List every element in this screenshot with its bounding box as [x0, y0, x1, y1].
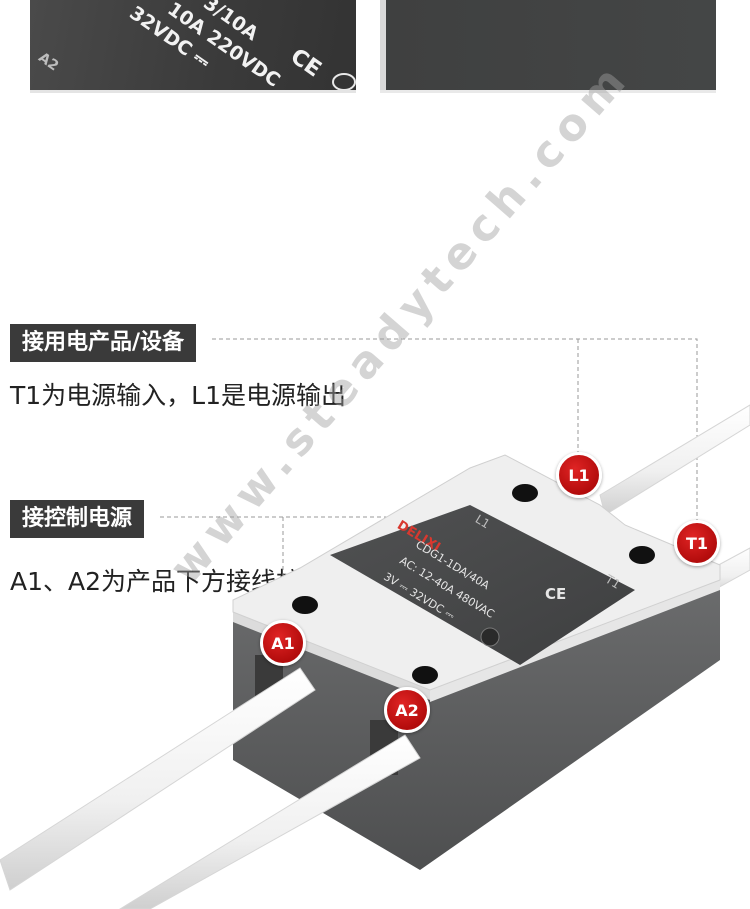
control-section-title: 接控制电源 [10, 500, 145, 538]
top-photo-right-panel [380, 0, 716, 93]
relay-ce-mark: CE [545, 585, 567, 603]
cable-a1 [0, 667, 316, 891]
ccc-mark-icon [332, 73, 356, 90]
badge-a1: A1 [260, 620, 306, 666]
badge-l1: L1 [556, 452, 602, 498]
led-indicator [480, 627, 500, 647]
load-section-title: 接用电产品/设备 [10, 324, 197, 362]
cable-l1 [599, 404, 750, 516]
cable-a2 [119, 734, 421, 909]
terminal-screws [292, 484, 655, 684]
top-photo-left-panel: 3/10A 10A 220VDC 32VDC ⎓ CE A2 [30, 0, 356, 93]
relay-top-panel [330, 505, 635, 665]
top-product-photo: 3/10A 10A 220VDC 32VDC ⎓ CE A2 [0, 0, 750, 100]
relay-body [233, 580, 720, 870]
badge-t1: T1 [674, 520, 720, 566]
badge-a2: A2 [384, 687, 430, 733]
load-section-description: T1为电源输入，L1是电源输出 [10, 381, 347, 410]
